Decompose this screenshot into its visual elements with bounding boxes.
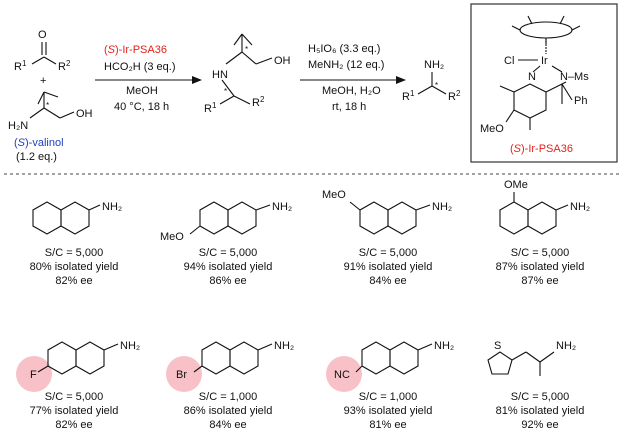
product-6-substituent: Br: [176, 369, 187, 381]
valinol-stereo-star: *: [46, 101, 49, 110]
product-4-ee: 87% ee: [521, 275, 558, 287]
product-nh2: NH₂: [424, 59, 444, 71]
intermediate-structure: * * HN OH R 1 R 2: [204, 33, 291, 115]
intermediate-oh: OH: [274, 55, 291, 67]
product-7-amine: NH₂: [434, 340, 454, 352]
product-card-6: Br NH₂ S/C = 1,000 86% isolated yield 84…: [166, 340, 294, 431]
product-structure: NH₂ * R 1 R 2: [402, 59, 461, 103]
intermediate-star-1: *: [245, 45, 248, 54]
product-7-sc: S/C = 1,000: [359, 391, 417, 403]
product-r2-sub: 2: [456, 89, 461, 98]
catalyst-methoxy: MeO: [480, 123, 504, 135]
product-5-sc: S/C = 5,000: [45, 391, 103, 403]
product-5-amine: NH₂: [120, 340, 140, 352]
catalyst-chloride: Cl: [504, 55, 514, 67]
product-4-sc: S/C = 5,000: [511, 247, 569, 259]
product-star: *: [435, 81, 438, 90]
product-r1: R: [402, 91, 410, 103]
product-4-substituent: OMe: [504, 179, 528, 191]
product-6-yield: 86% isolated yield: [184, 405, 273, 417]
product-3-yield: 91% isolated yield: [344, 261, 433, 273]
ketone-r1-subscript: 1: [22, 59, 27, 68]
catalyst-sulfonamide-n: N–Ms: [560, 71, 589, 83]
product-7-highlight: [326, 356, 362, 392]
ketone-r1: R: [14, 61, 22, 73]
product-6-ee: 84% ee: [209, 419, 246, 431]
product-card-4: OMe NH₂ S/C = 5,000 87% isolated yield 8…: [496, 179, 591, 287]
product-2-amine: NH₂: [272, 201, 292, 213]
catalyst-structure: Ir Cl N N–Ms Ph MeO: [480, 15, 589, 135]
catalyst-phenyl: Ph: [574, 95, 587, 107]
ketone-r2-subscript: 2: [66, 59, 71, 68]
ketone-structure: O R 1 R 2: [14, 29, 71, 73]
product-1-amine: NH₂: [102, 201, 122, 213]
intermediate-r1: R: [204, 103, 212, 115]
catalyst-pyridine-n: N: [528, 71, 536, 83]
product-7-substituent: NC: [334, 369, 350, 381]
product-1-sc: S/C = 5,000: [45, 247, 103, 259]
product-card-1: NH₂ S/C = 5,000 80% isolated yield 82% e…: [30, 201, 123, 287]
product-7-ee: 81% ee: [369, 419, 406, 431]
valinol-hydroxyl: OH: [76, 108, 93, 120]
step2-conditions: rt, 18 h: [332, 101, 366, 113]
step1-catalyst: (S)-Ir-PSA36: [104, 44, 167, 56]
step1-acid: HCO₂H (3 eq.): [104, 61, 176, 73]
product-2-yield: 94% isolated yield: [184, 261, 273, 273]
step2-amine: MeNH₂ (12 eq.): [308, 59, 384, 71]
step1-solvent: MeOH: [126, 85, 158, 97]
product-8-sulfur: S: [494, 340, 501, 352]
product-7-yield: 93% isolated yield: [344, 405, 433, 417]
valinol-label: (S)-valinol: [14, 137, 64, 149]
intermediate-r2-sub: 2: [260, 95, 265, 104]
product-5-ee: 82% ee: [55, 419, 92, 431]
product-r1-sub: 1: [410, 89, 415, 98]
product-8-ee: 92% ee: [521, 419, 558, 431]
product-5-highlight: [16, 356, 52, 392]
product-5-yield: 77% isolated yield: [30, 405, 119, 417]
product-8-yield: 81% isolated yield: [496, 405, 585, 417]
product-3-ee: 84% ee: [369, 275, 406, 287]
product-8-sc: S/C = 5,000: [511, 391, 569, 403]
product-card-7: NC NH₂ S/C = 1,000 93% isolated yield 81…: [326, 340, 454, 431]
product-card-5: F NH₂ S/C = 5,000 77% isolated yield 82%…: [16, 340, 140, 431]
product-2-sc: S/C = 5,000: [199, 247, 257, 259]
product-2-ee: 86% ee: [209, 275, 246, 287]
ketone-r2: R: [58, 61, 66, 73]
product-2-substituent: MeO: [160, 231, 184, 243]
product-6-highlight: [166, 356, 202, 392]
step2-oxidant: H₅IO₆ (3.3 eq.): [308, 43, 380, 55]
product-4-amine: NH₂: [570, 201, 590, 213]
valinol-structure: * H₂N OH: [8, 91, 93, 132]
product-1-yield: 80% isolated yield: [30, 261, 119, 273]
intermediate-nh: HN: [212, 69, 228, 81]
catalyst-iridium: Ir: [541, 55, 548, 67]
arrow-step1-head: [192, 76, 202, 84]
arrow-step2-head: [396, 76, 406, 84]
product-card-2: MeO NH₂ S/C = 5,000 94% isolated yield 8…: [160, 201, 292, 287]
step2-solvent: MeOH, H₂O: [322, 85, 381, 97]
product-3-substituent: MeO: [322, 189, 346, 201]
valinol-equivalents: (1.2 eq.): [16, 151, 57, 163]
product-card-3: MeO NH₂ S/C = 5,000 91% isolated yield 8…: [322, 189, 452, 287]
intermediate-r2: R: [252, 97, 260, 109]
catalyst-label: (S)-Ir-PSA36: [510, 143, 573, 155]
product-4-yield: 87% isolated yield: [496, 261, 585, 273]
ketone-oxygen: O: [38, 29, 47, 41]
catalyst-box: [470, 3, 618, 163]
product-1-ee: 82% ee: [55, 275, 92, 287]
product-8-amine: NH₂: [556, 340, 576, 352]
product-6-sc: S/C = 1,000: [199, 391, 257, 403]
plus-sign: +: [40, 75, 46, 87]
valinol-amine: H₂N: [8, 120, 28, 132]
intermediate-r1-sub: 1: [212, 101, 217, 110]
product-r2: R: [448, 91, 456, 103]
product-3-sc: S/C = 5,000: [359, 247, 417, 259]
intermediate-star-2: *: [224, 87, 227, 96]
product-card-8: S NH₂ S/C = 5,000 81% isolated yield 92%…: [487, 340, 585, 431]
product-3-amine: NH₂: [432, 201, 452, 213]
product-6-amine: NH₂: [274, 340, 294, 352]
product-5-substituent: F: [30, 369, 37, 381]
step1-conditions: 40 °C, 18 h: [114, 101, 169, 113]
